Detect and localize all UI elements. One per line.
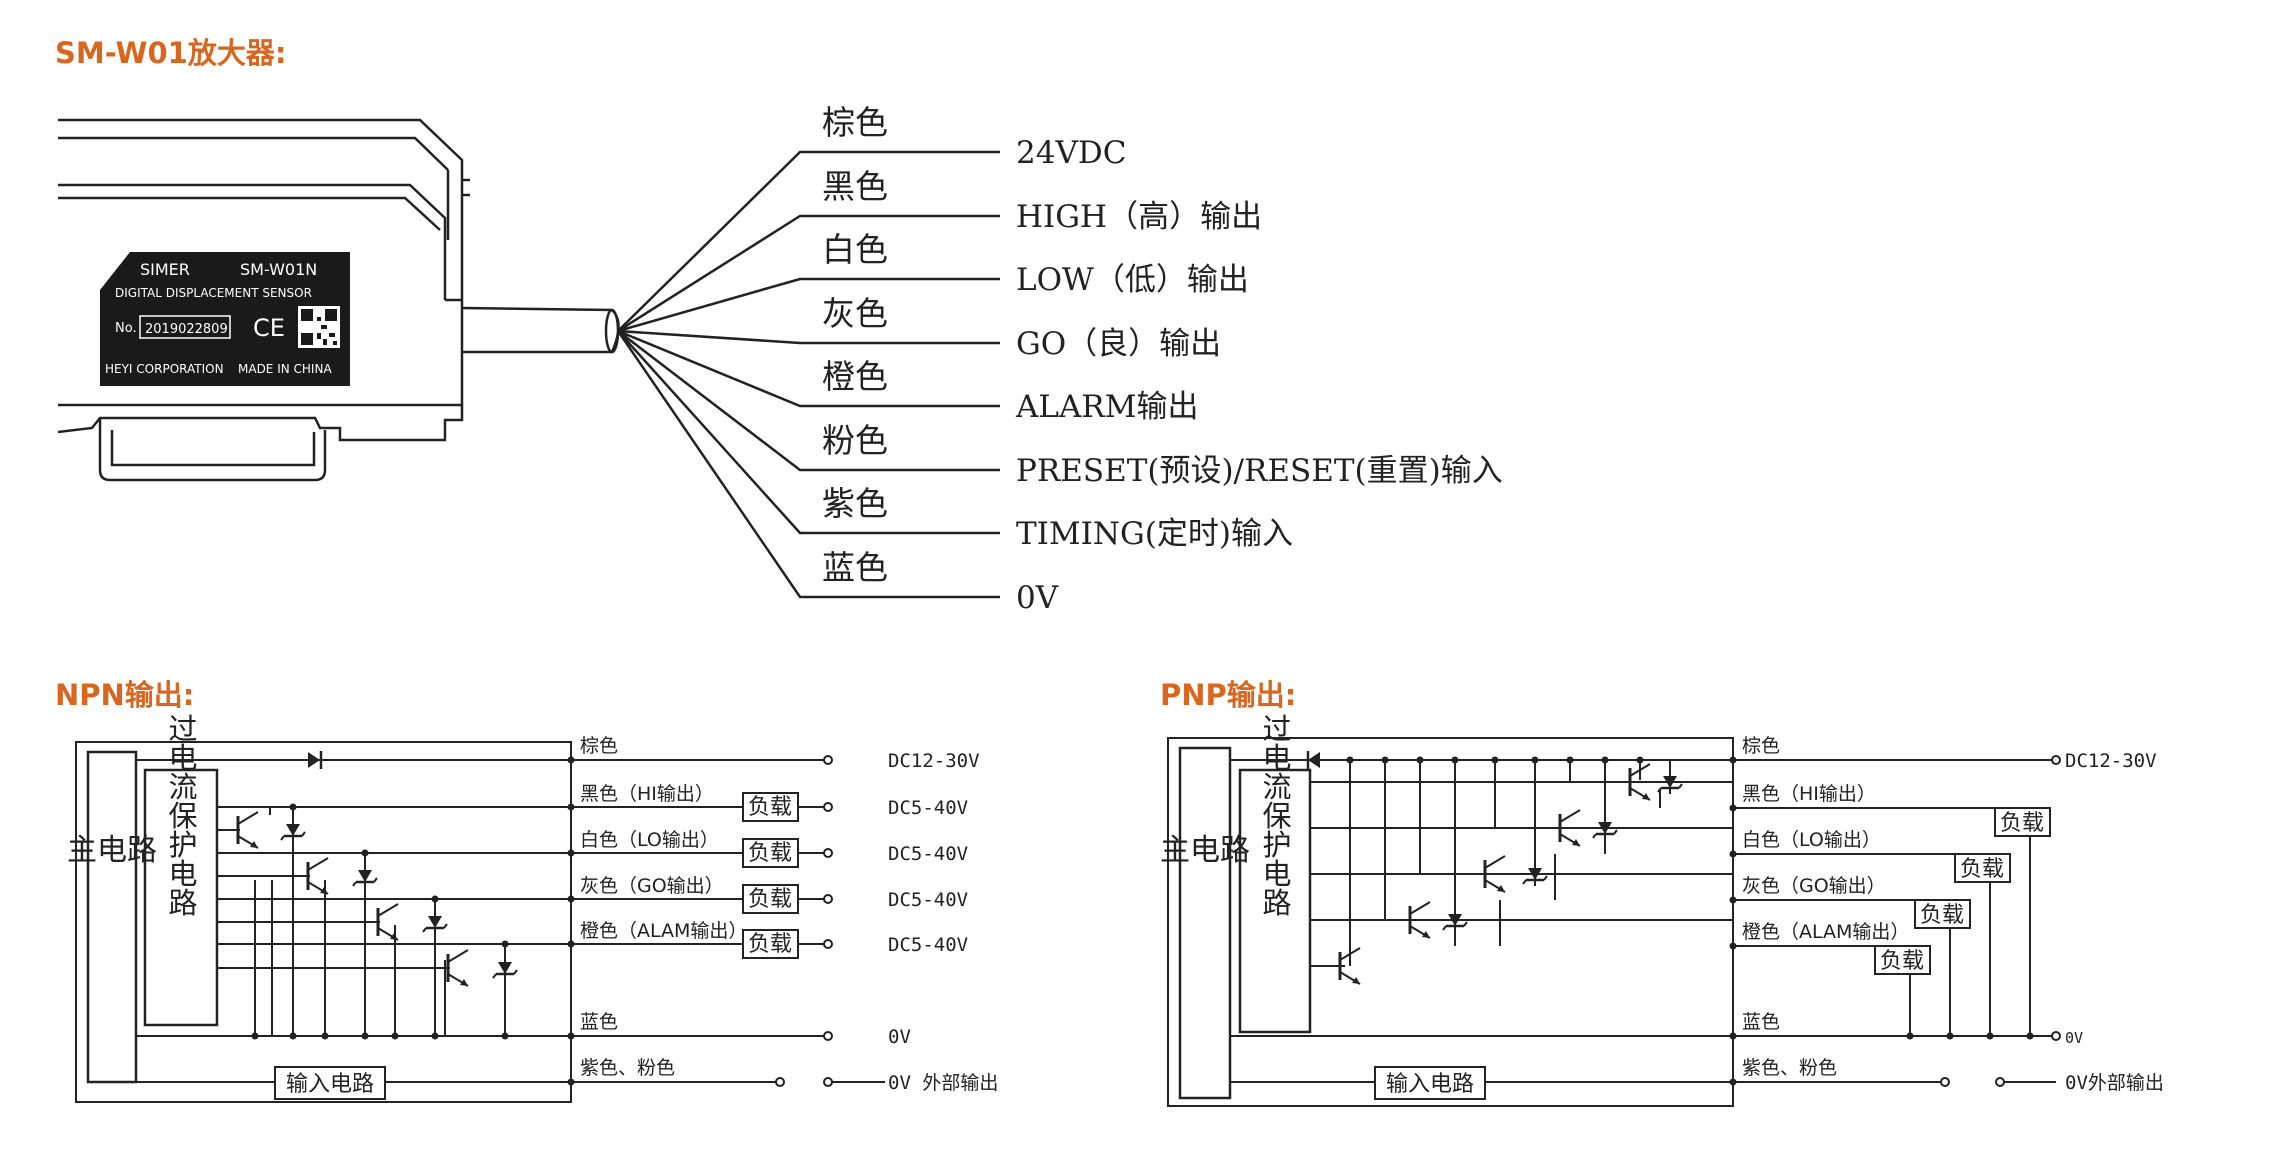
wire-function-label: LOW（低）输出 [1016, 262, 1249, 298]
wire-function-label: ALARM输出 [1015, 389, 1198, 425]
wire-color-labels: 棕色 黑色 白色 灰色 橙色 粉色 紫色 蓝色 [822, 103, 888, 587]
pnp-load-label: 负载 [1880, 949, 1924, 974]
pnp-line-label: 黑色（HI输出） [1742, 783, 1876, 805]
pnp-components [1306, 751, 2034, 1086]
npn-input-circuit-label: 输入电路 [286, 1072, 374, 1097]
wire-color-label: 粉色 [822, 421, 888, 460]
wire-function-label: GO（良）输出 [1016, 326, 1221, 362]
npn-line-label: 黑色（HI输出） [580, 783, 714, 805]
wire-function-label: 24VDC [1016, 135, 1126, 171]
label-company: HEYI CORPORATION [105, 362, 224, 376]
npn-heading: NPN输出: [55, 678, 195, 712]
amplifier-heading: SM-W01放大器: [55, 36, 287, 70]
wire-color-label: 蓝色 [822, 548, 888, 587]
npn-labels: 主电路 过电流保护电路 输入电路 负载 负载 负载 负载 棕色 黑色（HI输出）… [67, 713, 998, 1097]
label-type: DIGITAL DISPLACEMENT SENSOR [115, 286, 312, 300]
label-ce: CE [253, 314, 285, 342]
npn-voltage-label: DC5-40V [888, 843, 968, 865]
label-serial: 2019022809 [145, 322, 228, 337]
pnp-load-label: 负载 [2000, 811, 2044, 836]
pnp-voltage-label: 0V外部输出 [2065, 1072, 2164, 1094]
label-brand: SIMER [140, 260, 190, 279]
npn-line-label: 白色（LO输出） [580, 829, 719, 851]
wire-fan [616, 150, 1000, 599]
npn-line-label: 橙色（ALAM输出） [580, 920, 747, 942]
pnp-line-label: 白色（LO输出） [1742, 829, 1881, 851]
npn-voltage-label: DC5-40V [888, 797, 968, 819]
npn-load-label: 负载 [748, 932, 792, 957]
amplifier-label-plate: SIMER SM-W01N DIGITAL DISPLACEMENT SENSO… [100, 252, 350, 386]
label-origin: MADE IN CHINA [238, 362, 332, 376]
label-no-prefix: No. [115, 321, 137, 336]
npn-load-label: 负载 [748, 795, 792, 820]
npn-voltage-label: DC5-40V [888, 889, 968, 911]
npn-line-label: 灰色（GO输出） [580, 875, 724, 897]
wire-color-label: 白色 [822, 230, 888, 269]
npn-load-label: 负载 [748, 887, 792, 912]
pnp-circuit [1167, 737, 2061, 1107]
wire-function-label: TIMING(定时)输入 [1016, 516, 1293, 552]
pnp-input-circuit-label: 输入电路 [1386, 1072, 1474, 1097]
pnp-line-label: 紫色、粉色 [1742, 1057, 1837, 1079]
pnp-labels: 主电路 过电流保护电路 输入电路 负载 负载 负载 负载 棕色 黑色（HI输出）… [1160, 713, 2164, 1097]
npn-components [236, 751, 575, 1086]
wire-function-label: 0V [1016, 580, 1059, 616]
npn-line-label: 紫色、粉色 [580, 1057, 675, 1079]
amplifier-body [57, 118, 620, 482]
wire-function-labels: 24VDC HIGH（高）输出 LOW（低）输出 GO（良）输出 ALARM输出… [1015, 135, 1503, 616]
wire-color-label: 黑色 [822, 167, 888, 206]
npn-voltage-label: DC5-40V [888, 934, 968, 956]
wire-color-label: 橙色 [822, 357, 888, 396]
pnp-protect-circuit-label: 过电流保护电路 [1258, 713, 1292, 916]
pnp-main-circuit-label: 主电路 [1160, 833, 1250, 868]
wire-color-label: 紫色 [822, 484, 888, 523]
label-model: SM-W01N [240, 260, 317, 279]
npn-line-label: 蓝色 [580, 1011, 618, 1033]
pnp-voltage-label: 0V [2065, 1029, 2083, 1047]
npn-protect-circuit-label: 过电流保护电路 [164, 713, 198, 916]
npn-main-circuit-label: 主电路 [67, 833, 157, 868]
pnp-line-label: 棕色 [1742, 735, 1780, 757]
npn-line-label: 棕色 [580, 735, 618, 757]
pnp-line-label: 橙色（ALAM输出） [1742, 921, 1909, 943]
pnp-load-label: 负载 [1920, 903, 1964, 928]
pnp-voltage-label: DC12-30V [2065, 750, 2157, 772]
npn-voltage-label: DC12-30V [888, 750, 980, 772]
qr-code-icon [298, 306, 340, 348]
wire-color-label: 灰色 [822, 294, 888, 333]
npn-load-label: 负载 [748, 841, 792, 866]
pnp-load-label: 负载 [1960, 857, 2004, 882]
wire-function-label: PRESET(预设)/RESET(重置)输入 [1016, 453, 1503, 489]
pnp-heading: PNP输出: [1160, 678, 1297, 712]
npn-circuit [75, 741, 885, 1103]
wire-function-label: HIGH（高）输出 [1016, 199, 1262, 235]
pnp-line-label: 蓝色 [1742, 1011, 1780, 1033]
pnp-line-label: 灰色（GO输出） [1742, 875, 1886, 897]
npn-voltage-label: 0V 外部输出 [888, 1072, 998, 1094]
wire-color-label: 棕色 [822, 103, 888, 142]
npn-voltage-label: 0V [888, 1026, 911, 1048]
